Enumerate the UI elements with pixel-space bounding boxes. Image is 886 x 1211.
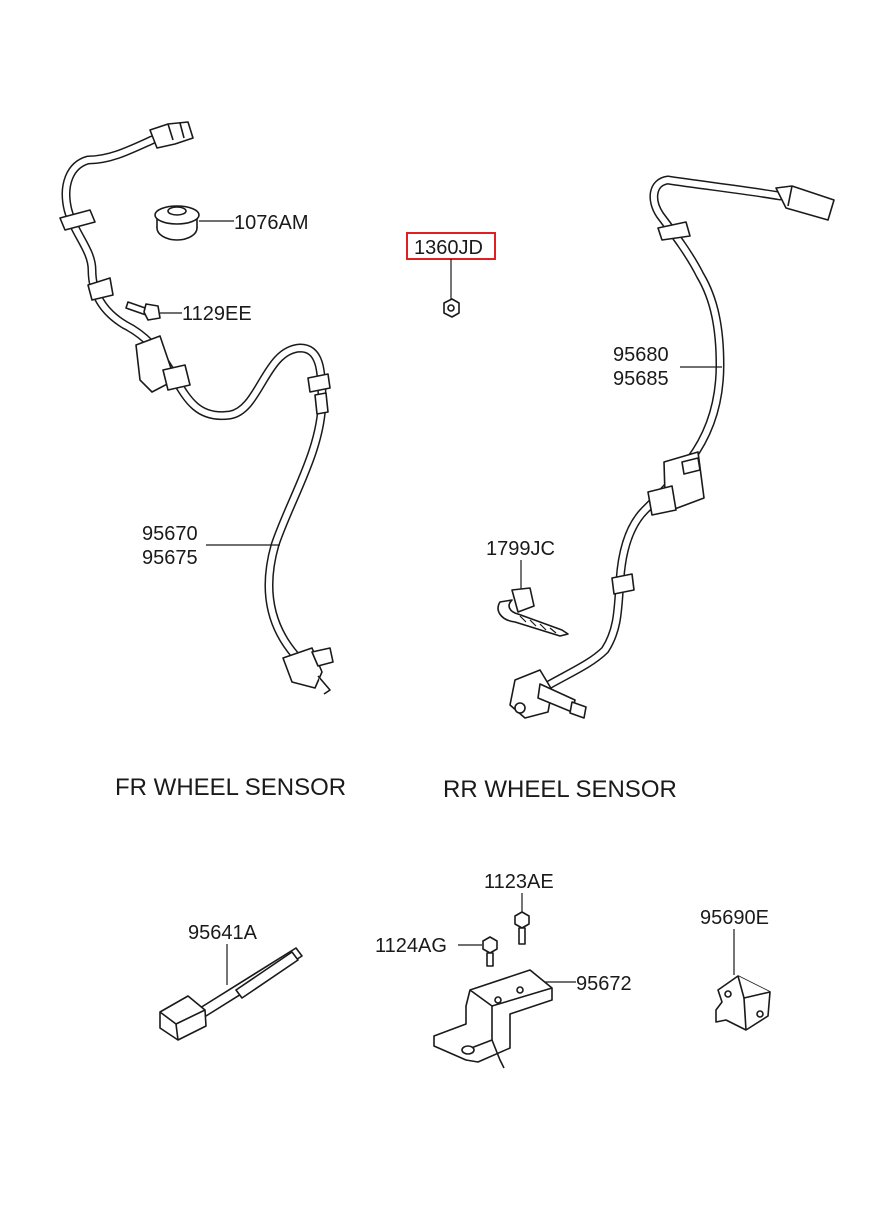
sensor-95641a-part: [159, 947, 303, 1041]
label-95685[interactable]: 95685: [613, 368, 669, 390]
bolt-part-1129ee: [125, 301, 161, 321]
label-95675[interactable]: 95675: [142, 547, 198, 569]
label-1076am[interactable]: 1076AM: [234, 212, 309, 234]
label-95690e[interactable]: 95690E: [700, 907, 769, 929]
label-95680[interactable]: 95680: [613, 344, 669, 366]
section-title-rear: RR WHEEL SENSOR: [443, 776, 677, 803]
nut-part: [443, 298, 460, 318]
section-title-front: FR WHEEL SENSOR: [115, 774, 346, 801]
sensor-95690e-part: [715, 975, 771, 1031]
bracket-95672-part: [433, 969, 553, 1069]
label-1123ae[interactable]: 1123AE: [484, 871, 554, 893]
label-1360jd[interactable]: 1360JD: [414, 237, 483, 259]
bolt-1123ae-part: [514, 911, 530, 945]
label-1799jc[interactable]: 1799JC: [486, 538, 555, 560]
rear-wheel-sensor-cable: [509, 175, 835, 719]
bolt-1124ag-part: [482, 936, 498, 967]
grommet-part: [154, 205, 200, 241]
label-95641a[interactable]: 95641A: [188, 922, 258, 944]
label-95672[interactable]: 95672: [576, 973, 632, 995]
label-1124ag[interactable]: 1124AG: [375, 935, 447, 957]
front-wheel-sensor-cable: [59, 121, 334, 695]
label-95670[interactable]: 95670: [142, 523, 198, 545]
clip-part: [497, 587, 569, 637]
label-1129ee[interactable]: 1129EE: [182, 303, 252, 325]
